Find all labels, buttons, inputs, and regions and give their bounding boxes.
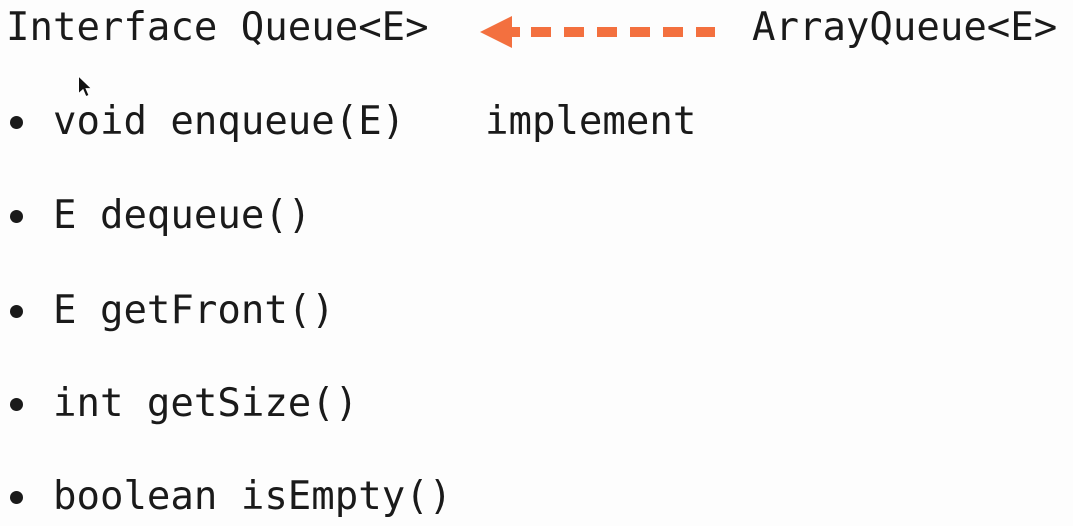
method-label: int getSize(): [53, 380, 359, 426]
arrow-dash: [512, 27, 520, 37]
method-item: int getSize(): [10, 380, 358, 426]
arrow-dash: [531, 27, 551, 37]
arrow-dash: [597, 27, 617, 37]
arrow-dash: [630, 27, 650, 37]
implementation-title: ArrayQueue<E>: [752, 4, 1058, 50]
method-label: E dequeue(): [53, 192, 312, 238]
bullet-icon: [10, 304, 23, 318]
method-label: E getFront(): [53, 287, 335, 333]
arrowhead-left: [480, 16, 512, 48]
method-item: boolean isEmpty(): [10, 473, 452, 519]
arrow-dash: [663, 27, 683, 37]
bullet-icon: [10, 397, 23, 411]
method-label: boolean isEmpty(): [53, 473, 453, 519]
bullet-icon: [10, 115, 23, 129]
arrow-dash: [564, 27, 584, 37]
method-item: void enqueue(E): [10, 98, 405, 144]
method-item: E dequeue(): [10, 192, 311, 238]
implements-dashed-arrow-icon: [480, 16, 715, 48]
arrow-dash: [696, 27, 715, 37]
mouse-cursor-icon: [78, 75, 93, 98]
relationship-label: implement: [485, 98, 697, 144]
bullet-icon: [10, 209, 23, 223]
method-item: E getFront(): [10, 287, 335, 333]
interface-title: Interface Queue<E>: [6, 4, 429, 50]
bullet-icon: [10, 490, 23, 504]
method-label: void enqueue(E): [53, 98, 406, 144]
